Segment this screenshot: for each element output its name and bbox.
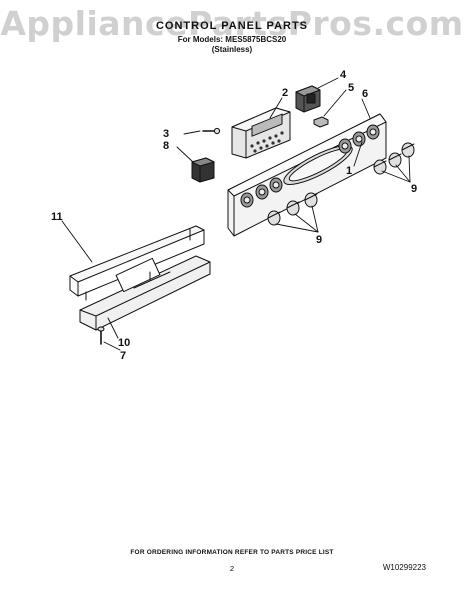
- switch-part-8[interactable]: [191, 157, 215, 183]
- callout-7: 7: [120, 350, 126, 362]
- watermark: AppliancePartsPros.com: [0, 4, 464, 43]
- callout-5: 5: [348, 82, 354, 94]
- model-subtitle: For Models: MES5875BCS20: [177, 35, 287, 44]
- knob-set-left[interactable]: [267, 192, 318, 226]
- page-title: CONTROL PANEL PARTS: [155, 20, 309, 32]
- callout-2: 2: [282, 87, 288, 99]
- callout-9-left: 9: [316, 234, 322, 246]
- electronic-control-part[interactable]: [231, 107, 291, 159]
- callout-6: 6: [362, 88, 368, 100]
- ordering-note: FOR ORDERING INFORMATION REFER TO PARTS …: [130, 549, 334, 556]
- screw-part-3[interactable]: [202, 127, 221, 135]
- control-panel-console[interactable]: [227, 113, 387, 237]
- clip-part-5[interactable]: [313, 116, 329, 128]
- callout-1: 1: [346, 165, 352, 177]
- callout-10: 10: [118, 337, 130, 349]
- rocker-switch-part[interactable]: [295, 85, 321, 113]
- page-number: 2: [229, 564, 235, 573]
- callout-4: 4: [340, 69, 347, 81]
- knob-set-right[interactable]: [373, 142, 415, 175]
- screw-part-7[interactable]: [97, 326, 105, 345]
- panel-support-part-10[interactable]: [79, 255, 211, 331]
- callout-9-right: 9: [411, 183, 417, 195]
- callout-8: 8: [163, 140, 169, 152]
- callout-11: 11: [51, 211, 63, 223]
- callout-3: 3: [163, 128, 169, 140]
- model-variant: (Stainless): [211, 45, 253, 54]
- document-number: W10299223: [382, 563, 426, 572]
